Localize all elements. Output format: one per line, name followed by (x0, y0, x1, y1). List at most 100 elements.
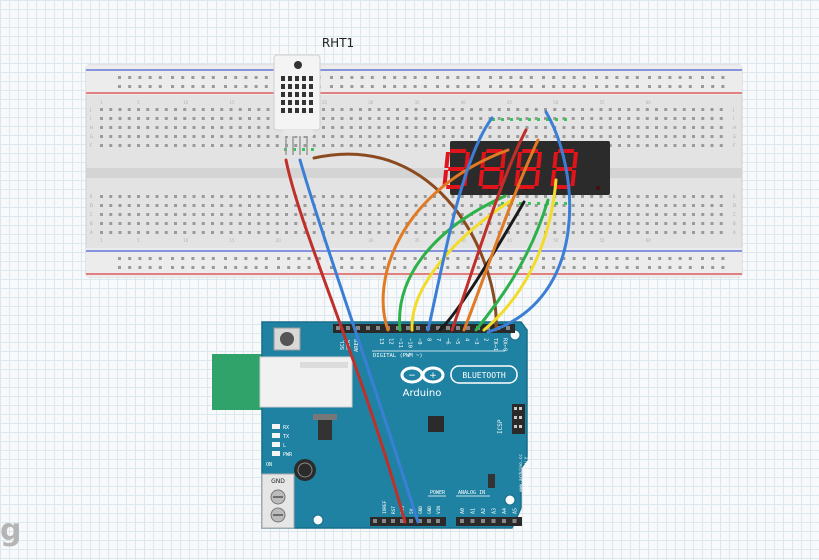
wire-display-d7[interactable] (450, 128, 528, 332)
rail-hole (658, 257, 662, 260)
breadboard-hole (155, 126, 159, 129)
analog-pin[interactable] (460, 519, 464, 523)
connected-hole (555, 118, 558, 121)
header-pin[interactable] (396, 326, 400, 330)
wire-rht-5v[interactable] (284, 158, 407, 524)
analog-pin[interactable] (512, 519, 517, 523)
power-pin[interactable] (409, 519, 413, 523)
wire-display-d4[interactable] (482, 178, 558, 332)
analog-pin[interactable] (481, 519, 485, 523)
breadboard-hole (266, 231, 270, 234)
rail-hole (224, 257, 227, 260)
column-number: 10 (183, 238, 189, 243)
rail-hole (456, 76, 460, 79)
header-pin[interactable] (506, 326, 510, 330)
breadboard-hole (248, 222, 251, 225)
breadboard-hole (673, 213, 677, 216)
sensor-grille-slot (281, 92, 285, 97)
analog-pin[interactable] (491, 519, 496, 523)
breadboard-hole (192, 144, 196, 147)
header-pin[interactable] (366, 326, 370, 330)
breadboard-hole (211, 117, 214, 120)
breadboard-hole (442, 213, 446, 216)
digital-pin-label: RX←0 (502, 338, 508, 351)
breadboard-hole (507, 231, 510, 234)
header-pin[interactable] (356, 326, 360, 330)
breadboard-hole (349, 204, 353, 207)
breadboard-hole (497, 117, 501, 120)
breadboard-hole (164, 213, 168, 216)
power-pin-label: GND (427, 506, 433, 514)
sensor-grille-slot (281, 108, 285, 113)
header-pin[interactable] (416, 326, 420, 330)
rx-led-label: RX (283, 425, 289, 431)
power-pin[interactable] (427, 519, 431, 523)
wire-rht-gnd[interactable] (298, 158, 420, 524)
website-label: www.arduino.cc (518, 454, 524, 492)
microcontroller-chip (428, 416, 444, 432)
header-pin[interactable] (346, 326, 350, 330)
rail-hole (625, 85, 629, 88)
wire-display-d12[interactable] (381, 148, 510, 332)
sensor-grille-slot (295, 84, 299, 89)
rail-hole (423, 85, 427, 88)
breadboard-hole (442, 126, 446, 129)
wire-display-d5[interactable] (474, 198, 550, 332)
digital-pin-label: ~6 (445, 338, 451, 345)
power-pin[interactable] (373, 519, 377, 523)
header-pin[interactable] (406, 326, 410, 330)
rail-hole (148, 85, 152, 88)
header-pin[interactable] (436, 326, 440, 330)
breadboard-hole (618, 135, 621, 138)
wire-rht-d2[interactable] (312, 152, 498, 332)
breadboard-hole (553, 117, 557, 120)
power-pin[interactable] (418, 519, 422, 523)
rail-hole (254, 257, 258, 260)
breadboard-hole (220, 135, 224, 138)
breadboard-hole (331, 144, 335, 147)
breadboard-hole (599, 204, 603, 207)
breadboard-hole (645, 231, 649, 234)
rail-hole (244, 257, 248, 260)
header-pin[interactable] (376, 326, 380, 330)
breadboard-hole (497, 126, 501, 129)
breadboard-hole (442, 204, 446, 207)
power-pin[interactable] (436, 519, 440, 523)
rail-hole (403, 257, 407, 260)
breadboard-hole (127, 195, 131, 198)
power-pin[interactable] (391, 519, 395, 523)
rail-hole (519, 266, 523, 269)
breadboard-hole (211, 135, 214, 138)
breadboard-hole (368, 231, 372, 234)
wire-display-d6[interactable] (462, 138, 540, 332)
power-pin[interactable] (400, 519, 404, 523)
breadboard-hole (636, 108, 640, 111)
header-pin[interactable] (336, 326, 340, 330)
wire-display-d9[interactable] (426, 116, 494, 332)
breadboard-hole (183, 117, 187, 120)
rail-hole (340, 85, 344, 88)
rail-hole (171, 266, 174, 269)
wire-display-d11[interactable] (398, 194, 507, 332)
breadboard-hole (636, 204, 640, 207)
breadboard-hole (433, 195, 436, 198)
sensor-grille-slot (309, 100, 313, 105)
header-pin[interactable] (446, 326, 450, 330)
wire-display-d8[interactable] (438, 200, 526, 332)
breadboard-hole (303, 195, 307, 198)
breadboard-hole (470, 126, 473, 129)
rail-hole (456, 85, 460, 88)
wire-display-d3[interactable] (486, 110, 572, 334)
breadboard-hole (488, 231, 492, 234)
breadboard-hole (433, 108, 436, 111)
header-pin[interactable] (456, 326, 460, 330)
analog-pin[interactable] (470, 519, 475, 523)
rail-hole (466, 85, 470, 88)
rail-hole (572, 257, 576, 260)
power-pin[interactable] (382, 519, 386, 523)
analog-pin[interactable] (502, 519, 506, 523)
rail-hole (224, 266, 227, 269)
rail-hole (370, 76, 374, 79)
header-pin[interactable] (466, 326, 470, 330)
breadboard-hole (146, 222, 150, 225)
